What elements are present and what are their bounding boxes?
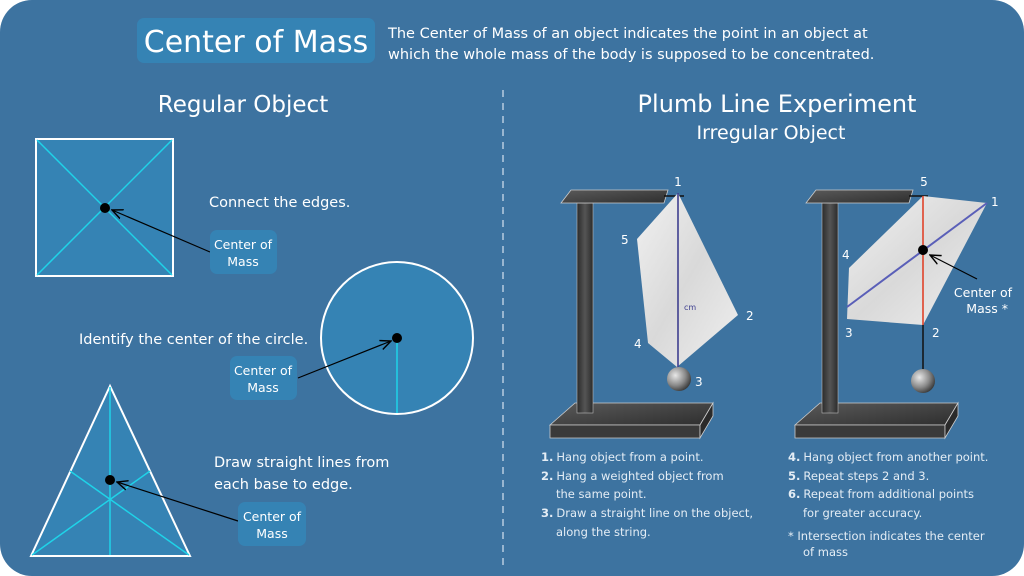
com-label-line1: Center of	[214, 237, 273, 252]
stand-left	[548, 189, 738, 440]
svg-text:4.Hang object from another poi: 4.Hang object from another point.	[788, 450, 988, 464]
first-plumb-line	[846, 202, 988, 308]
com-label-box	[238, 502, 306, 546]
step-number: 5.	[788, 469, 800, 483]
arrow-icon	[930, 255, 978, 280]
com-label-line2: Mass	[247, 380, 278, 395]
point-label: 5	[621, 233, 629, 247]
plumb-subheading: Irregular Object	[697, 122, 846, 144]
weight-ball	[667, 367, 691, 391]
square-diagram	[35, 138, 211, 277]
point-label: 2	[932, 326, 940, 340]
step-text: Hang object from a point.	[556, 450, 703, 464]
note-line2: of mass	[803, 545, 848, 559]
step-number: 3.	[541, 506, 553, 520]
step-text: Hang object from another point.	[803, 450, 988, 464]
com-label-line2: Mass	[256, 526, 287, 541]
description-line-1: The Center of Mass of an object indicate…	[387, 26, 868, 42]
circle-caption: Identify the center of the circle.	[79, 332, 308, 348]
point-label: 5	[920, 175, 928, 189]
point-label: 1	[991, 195, 999, 209]
svg-text:5.Repeat steps 2 and 3.: 5.Repeat steps 2 and 3.	[788, 469, 929, 483]
weight-ball	[911, 369, 935, 393]
page-title: Center of Mass	[144, 25, 369, 60]
svg-text:6.Repeat from additional point: 6.Repeat from additional points	[788, 487, 974, 501]
steps-right: 4.Hang object from another point. 5.Repe…	[788, 450, 988, 559]
point-label: 1	[674, 175, 682, 189]
com-label-line1: Center of	[954, 285, 1013, 300]
description-line-2: which the whole mass of the body is supp…	[388, 47, 874, 63]
point-label: 2	[746, 309, 754, 323]
step-number: 1.	[541, 450, 553, 464]
point-label: 4	[842, 248, 850, 262]
triangle-diagram	[29, 383, 239, 557]
note-line1: * Intersection indicates the center	[788, 529, 985, 543]
svg-text:3.Draw a straight line on the: 3.Draw a straight line on the object,	[541, 506, 753, 520]
svg-text:1.Hang object from a point.: 1.Hang object from a point.	[541, 450, 704, 464]
step-number: 6.	[788, 487, 800, 501]
stand-right	[793, 189, 988, 440]
step-number: 2.	[541, 469, 553, 483]
com-label-line1: Center of	[243, 509, 302, 524]
svg-text:2.Hang a weighted object from: 2.Hang a weighted object from	[541, 469, 724, 483]
step-text: Hang a weighted object from	[556, 469, 723, 483]
com-label-box	[210, 230, 277, 274]
irregular-object	[637, 193, 738, 367]
step-text: Repeat from additional points	[803, 487, 974, 501]
step-text: Draw a straight line on the object,	[556, 506, 753, 520]
step-text-cont: along the string.	[556, 525, 651, 539]
point-label: 4	[634, 337, 642, 351]
regular-object-heading: Regular Object	[158, 92, 328, 118]
title-box	[137, 18, 375, 63]
point-label: 3	[695, 375, 703, 389]
center-dot	[392, 333, 402, 343]
string-label: cm	[684, 303, 696, 312]
step-text-cont: the same point.	[556, 487, 646, 501]
point-label: 3	[845, 326, 853, 340]
triangle-caption-line2: each base to edge.	[214, 477, 353, 493]
center-dot	[105, 475, 115, 485]
com-label-line1: Center of	[234, 363, 293, 378]
center-dot	[100, 203, 110, 213]
step-number: 4.	[788, 450, 800, 464]
arrow-icon	[297, 341, 391, 379]
triangle-caption-line1: Draw straight lines from	[214, 455, 389, 471]
steps-left: 1.Hang object from a point. 2.Hang a wei…	[541, 450, 753, 539]
com-label-box	[230, 356, 297, 400]
circle-diagram	[297, 261, 474, 415]
square-caption: Connect the edges.	[209, 195, 350, 211]
step-text-cont: for greater accuracy.	[803, 506, 922, 520]
com-label-line2: Mass *	[966, 301, 1008, 316]
arrow-icon	[112, 210, 211, 253]
com-label-line2: Mass	[227, 254, 258, 269]
center-dot	[918, 245, 928, 255]
step-text: Repeat steps 2 and 3.	[803, 469, 929, 483]
plumb-heading: Plumb Line Experiment	[638, 90, 917, 118]
arrow-icon	[117, 482, 239, 522]
